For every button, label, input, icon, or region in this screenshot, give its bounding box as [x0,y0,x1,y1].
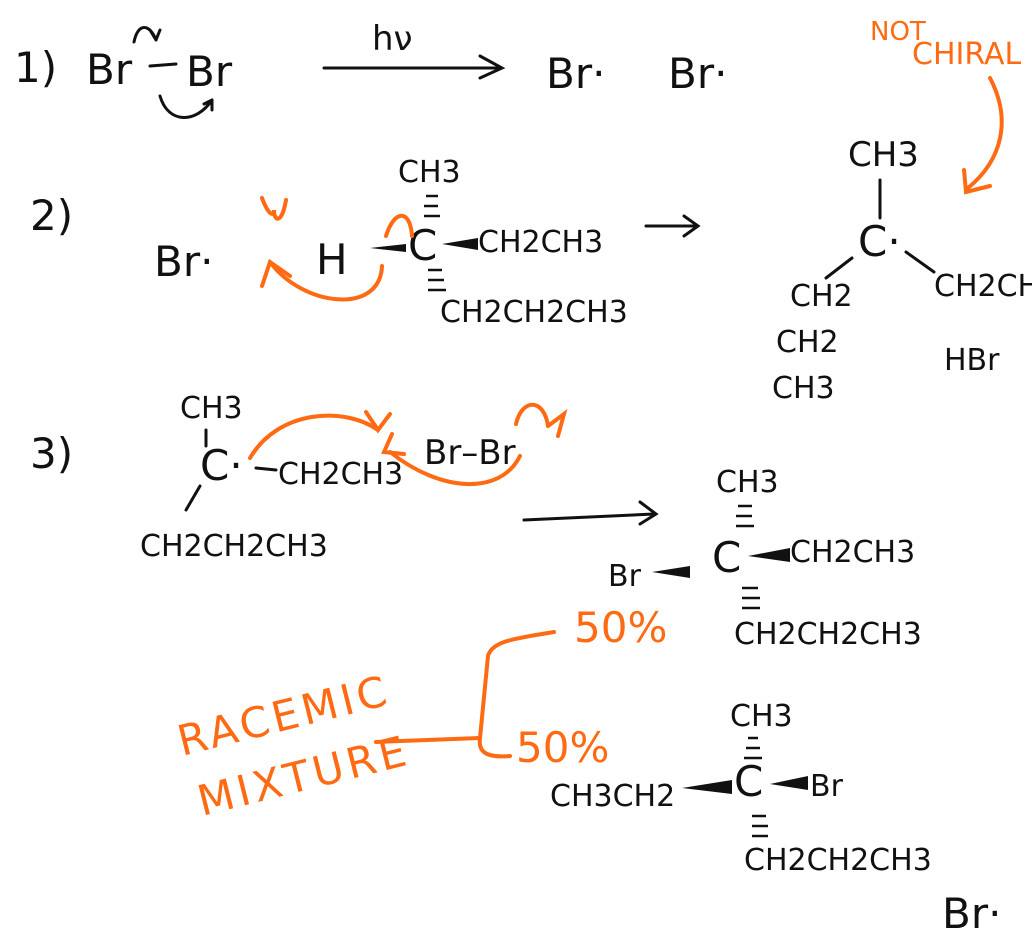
product-radical-ch3: CH3 [848,135,919,175]
h-atom: H [316,235,348,284]
product-radical-carbon: C· [858,217,901,266]
br-radical-1: Br· [546,49,605,98]
br-right: Br [186,47,233,96]
radical-ethyl: CH2CH3 [278,457,403,492]
hbr-byproduct: HBr [944,343,1000,378]
prod-b-wedge-br [770,776,808,790]
product-chain-1: CH2 [790,279,853,314]
wedge-bond-h [370,244,406,252]
prod-a-br: Br [608,559,642,594]
step-1-number: 1) [14,43,57,92]
not-chiral-line-1: NOT [870,17,926,47]
percent-a: 50% [574,603,667,652]
step2-ch3-top: CH3 [398,155,461,190]
radical-carbon: C· [200,441,243,490]
br-br-reagent: Br–Br [424,433,516,473]
fishhook-h-transfer [268,260,384,302]
prod-a-ch3: CH3 [716,465,779,500]
step-3-number: 3) [30,429,73,478]
step-3: 3) CH3 C· CH2CH3 CH2CH2CH3 Br–Br CH3 Br … [30,391,1001,938]
br-left: Br [86,45,133,94]
product-enantiomer-a: CH3 Br C CH2CH3 CH2CH2CH3 [608,465,922,652]
br-radical-2: Br· [668,49,727,98]
prod-b-ch3: CH3 [730,699,793,734]
wedge-bond-right [442,238,478,250]
step2-ethyl: CH2CH3 [478,225,603,260]
prod-b-ethyl: CH3CH2 [550,779,675,814]
prod-a-propyl: CH2CH2CH3 [734,617,922,652]
product-chain-3: CH3 [772,371,835,406]
racemic-connector [374,736,482,744]
prod-a-wedge-ethyl [748,548,790,562]
product-chain-2: CH2 [776,325,839,360]
step-2-number: 2) [30,191,73,240]
br-radical-step3: Br· [942,889,1001,938]
hv-condition: hν [372,19,413,59]
prod-b-wedge-ethyl [682,780,732,794]
br-radical-step2: Br· [154,237,213,286]
step2-propyl: CH2CH2CH3 [440,295,628,330]
not-chiral-arrowhead [962,168,992,195]
br-br-bond [148,62,178,68]
not-chiral-line-2: CHIRAL [912,37,1022,72]
product-radical-ethyl: CH2CH3 [934,269,1032,304]
fishhook-arrow-up [132,26,162,44]
fishhook-ch-bond [384,213,414,238]
prod-a-ethyl: CH2CH3 [790,535,915,570]
prod-b-carbon: C [734,757,763,806]
fishhook-br-leaving [514,402,568,438]
step-1: 1) Br Br hν Br· Br· [14,19,727,119]
reaction-arrow-1-head [478,54,506,80]
not-chiral-arrow [966,76,1004,190]
prod-b-propyl: CH2CH2CH3 [744,843,932,878]
fishhook-arrow-down [158,94,214,119]
not-chiral-note: NOT CHIRAL [870,17,1022,195]
reaction-arrow-3 [522,512,656,522]
percent-b: 50% [516,723,609,772]
step-2: 2) Br· H C CH3 CH2CH3 CH2CH2CH3 CH3 C· C… [30,135,1032,406]
prod-a-wedge-br [652,566,690,578]
product-enantiomer-b: CH3 CH3CH2 C Br CH2CH2CH3 [550,699,932,878]
prod-a-carbon: C [712,533,741,582]
radical-ch3: CH3 [180,391,243,426]
fishhook-radical-attack [248,413,380,460]
radical-propyl: CH2CH2CH3 [140,529,328,564]
fishhook-brbr-cleave [388,450,522,487]
prod-b-br: Br [810,769,844,804]
fishhook-br-radical [260,196,288,221]
racemic-bracket [477,630,556,759]
